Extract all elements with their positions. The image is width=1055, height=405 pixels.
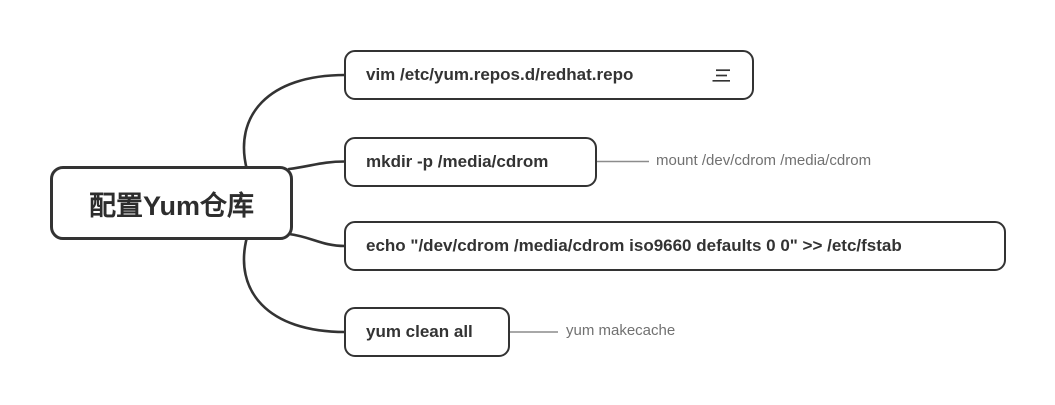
topic-mkdir-cdrom[interactable]: mkdir -p /media/cdrom xyxy=(344,137,597,187)
notes-icon[interactable] xyxy=(710,67,732,84)
topic-vim-repo[interactable]: vim /etc/yum.repos.d/redhat.repo xyxy=(344,50,754,100)
subtopic-label: yum makecache xyxy=(566,322,676,339)
topic-echo-fstab[interactable]: echo "/dev/cdrom /media/cdrom iso9660 de… xyxy=(344,221,1006,271)
connector-root-echo xyxy=(287,232,347,248)
root-topic-label: 配置Yum仓库 xyxy=(88,190,255,221)
subtopic-label: mount /dev/cdrom /media/cdrom xyxy=(656,152,872,169)
topic-label: echo "/dev/cdrom /media/cdrom iso9660 de… xyxy=(366,236,902,255)
topic-label: yum clean all xyxy=(366,322,473,341)
root-topic[interactable]: 配置Yum仓库 xyxy=(50,166,293,240)
topic-label: vim /etc/yum.repos.d/redhat.repo xyxy=(366,65,634,84)
topic-label: mkdir -p /media/cdrom xyxy=(366,152,549,171)
connector-root-mkdir xyxy=(287,160,347,171)
connector-root-vim xyxy=(242,73,347,172)
topic-yum-clean[interactable]: yum clean all xyxy=(344,307,510,357)
subtopic-mount-cdrom[interactable]: mount /dev/cdrom /media/cdrom xyxy=(656,151,871,171)
connector-root-yum xyxy=(242,235,347,334)
subtopic-yum-makecache[interactable]: yum makecache xyxy=(566,321,675,341)
